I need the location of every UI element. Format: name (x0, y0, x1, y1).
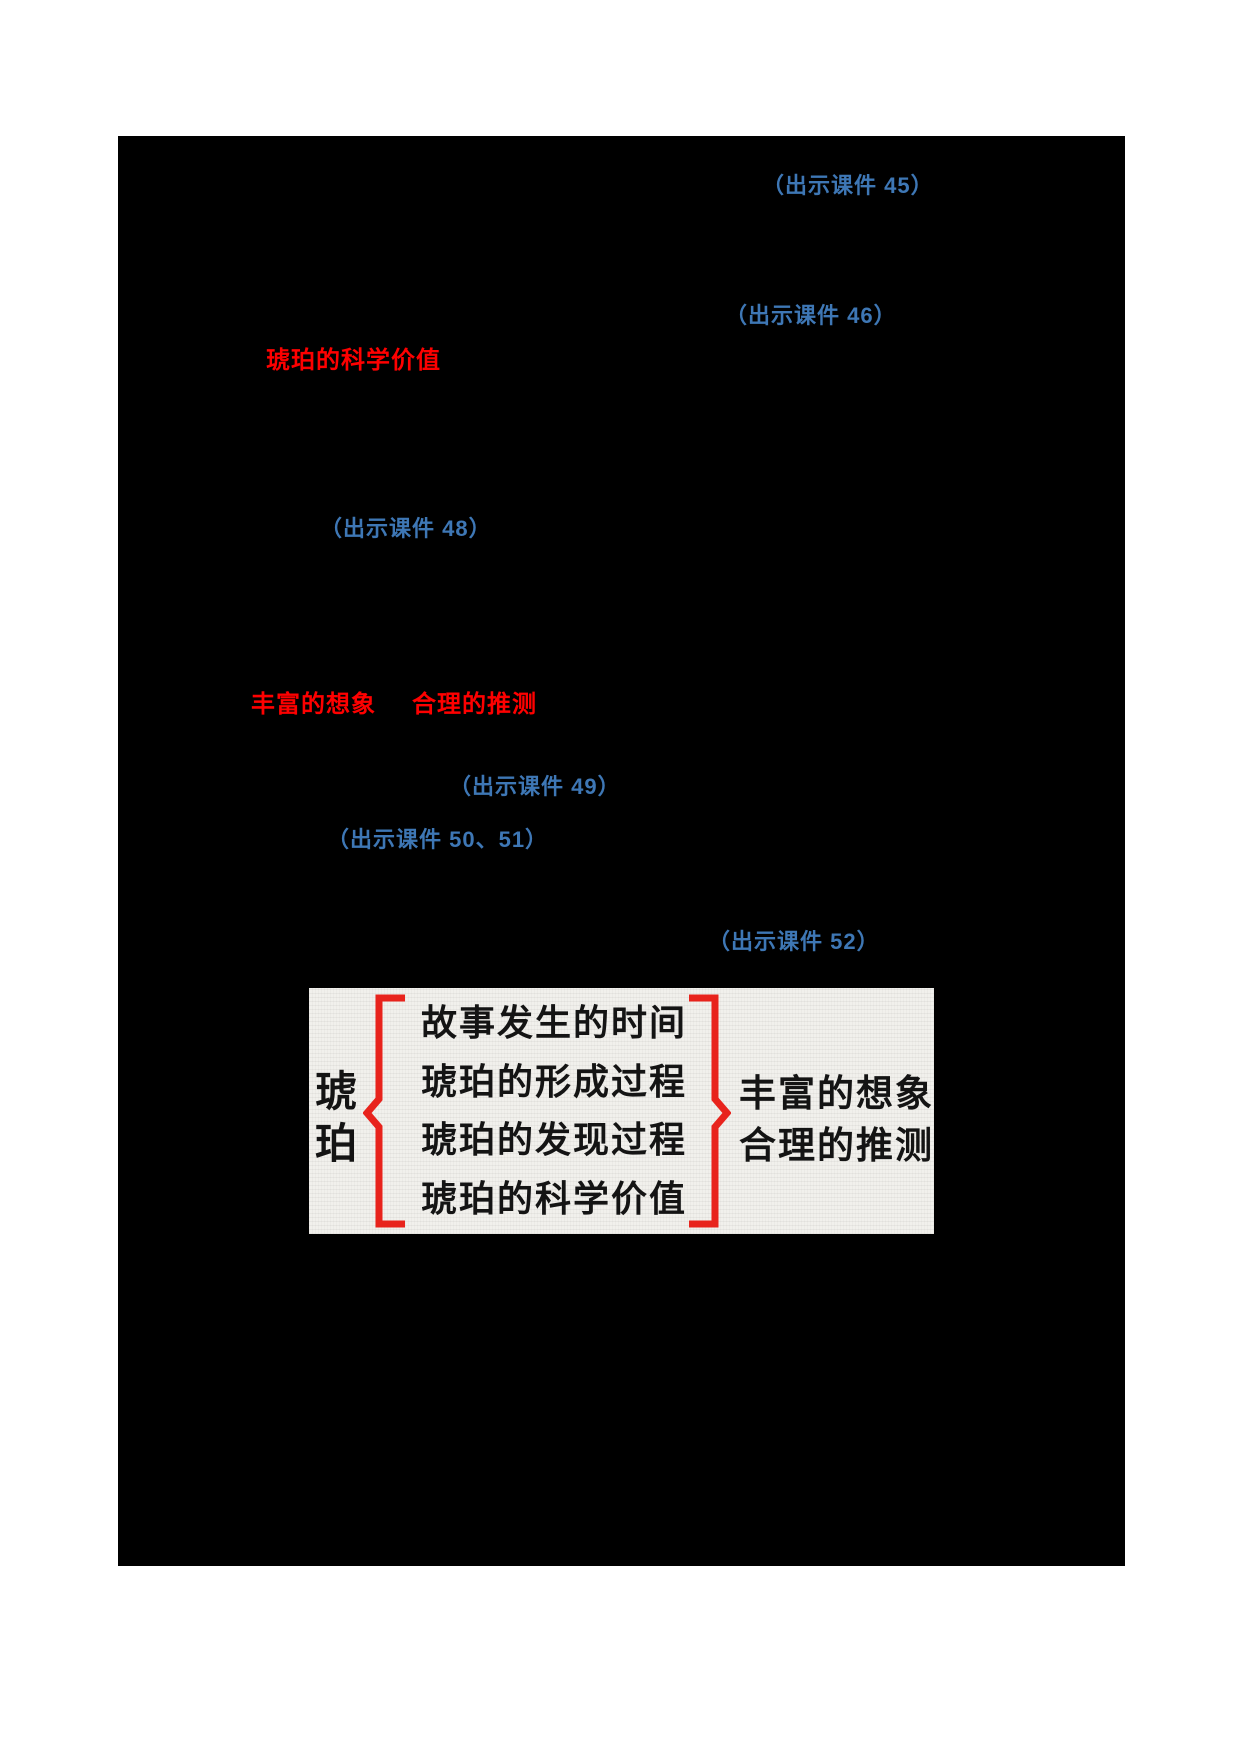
highlight-inference: 合理的推测 (412, 691, 537, 718)
courseware-note-52: （出示课件 52） (708, 929, 880, 954)
courseware-note-49: （出示课件 49） (449, 774, 621, 799)
courseware-note-45: （出示课件 45） (762, 173, 934, 198)
diagram-conclusion-inference: 合理的推测 (739, 1123, 934, 1167)
diagram-conclusion-imagination: 丰富的想象 (739, 1071, 934, 1115)
diagram-subject-char-2: 珀 (314, 1119, 357, 1168)
courseware-note-50-51: （出示课件 50、51） (327, 827, 549, 852)
highlight-imagination: 丰富的想象 (251, 691, 376, 718)
diagram-subject: 琥 珀 (309, 988, 363, 1234)
diagram-item-time: 故事发生的时间 (420, 1002, 687, 1045)
diagram-conclusion: 丰富的想象 合理的推测 (731, 988, 934, 1234)
diagram-item-list: 故事发生的时间 琥珀的形成过程 琥珀的发现过程 琥珀的科学价值 (407, 988, 687, 1234)
diagram-item-science-value: 琥珀的科学价值 (420, 1177, 687, 1220)
courseware-note-46: （出示课件 46） (725, 303, 897, 328)
diagram-item-discovery: 琥珀的发现过程 (420, 1119, 687, 1162)
diagram-item-formation: 琥珀的形成过程 (420, 1060, 687, 1103)
left-bracket-icon (362, 994, 405, 1228)
highlight-science-value: 琥珀的科学价值 (266, 347, 441, 374)
diagram-subject-char-1: 琥 (314, 1067, 357, 1116)
highlight-imagination-inference: 丰富的想象 合理的推测 (251, 690, 537, 720)
page-content-area: （出示课件 45） （出示课件 46） 琥珀的科学价值 （出示课件 48） 丰富… (118, 136, 1125, 1566)
right-bracket-icon (689, 994, 731, 1228)
courseware-note-48: （出示课件 48） (320, 516, 492, 541)
mind-map-image: 琥 珀 故事发生的时间 琥珀的形成过程 琥珀的发现过程 琥珀的科学价值 丰富的想… (309, 988, 934, 1234)
